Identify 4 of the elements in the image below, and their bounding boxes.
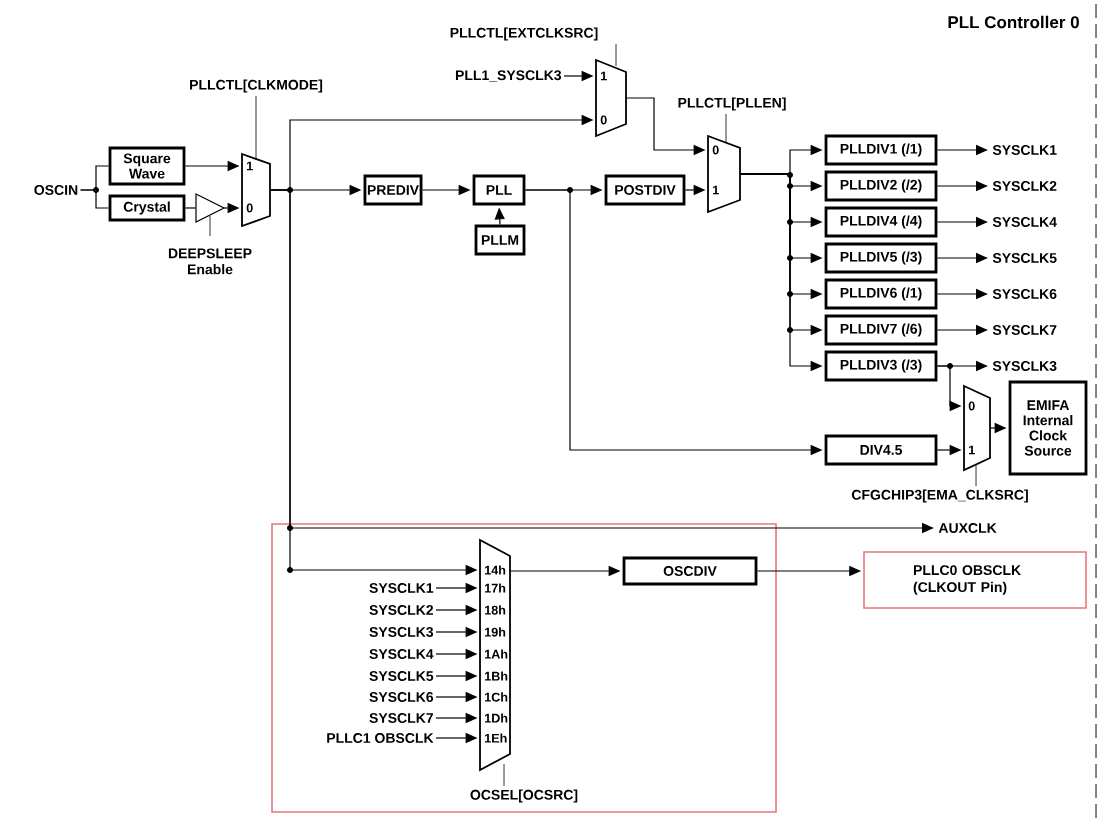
highlight-frame xyxy=(271,523,777,813)
title: PLL Controller 0 xyxy=(948,15,1079,29)
connector-line xyxy=(79,189,110,209)
connector-line xyxy=(184,207,197,209)
